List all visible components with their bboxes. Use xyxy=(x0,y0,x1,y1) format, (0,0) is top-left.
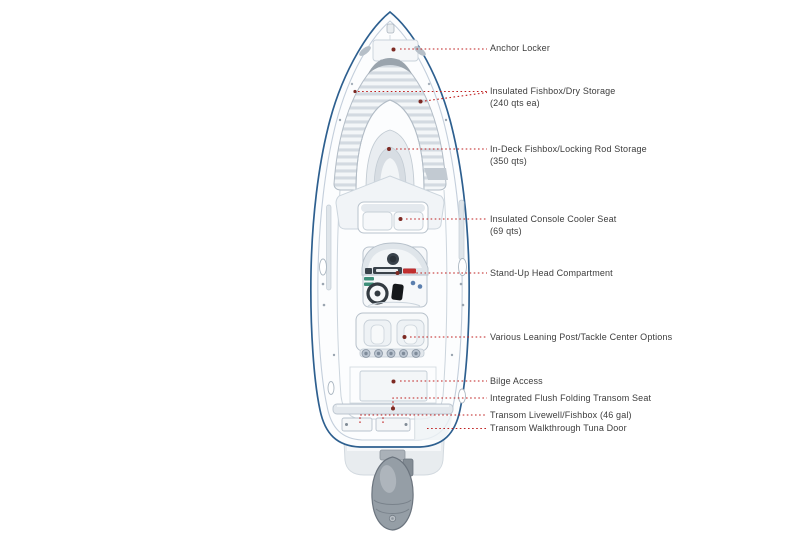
callout-anchor-locker: Anchor Locker xyxy=(490,42,550,54)
leader-dots xyxy=(353,47,423,411)
callout-label: Stand-Up Head Compartment xyxy=(490,268,613,278)
callout-sublabel: (69 qts) xyxy=(490,226,522,236)
transom-livewell-hatch-right xyxy=(375,417,411,432)
bilge-hatch xyxy=(359,370,428,402)
callout-label: Bilge Access xyxy=(490,376,543,386)
center-console xyxy=(361,242,429,308)
callout-insulated-fishbox-dry-storage: Insulated Fishbox/Dry Storage (240 qts e… xyxy=(490,85,615,109)
led-display xyxy=(403,268,416,274)
anchor-locker-hatch xyxy=(372,39,419,62)
callout-in-deck-fishbox-rod-storage: In-Deck Fishbox/Locking Rod Storage (350… xyxy=(490,143,647,167)
callout-bilge-access: Bilge Access xyxy=(490,375,543,387)
callout-transom-livewell: Transom Livewell/Fishbox (46 gal) xyxy=(490,409,632,421)
callout-label: Insulated Console Cooler Seat xyxy=(490,214,617,224)
leader-lines xyxy=(358,48,488,430)
callout-label: Transom Walkthrough Tuna Door xyxy=(490,423,627,433)
bow-area xyxy=(350,23,431,86)
callout-sublabel: (240 qts ea) xyxy=(490,98,540,108)
callout-label: Anchor Locker xyxy=(490,43,550,53)
callout-console-cooler-seat: Insulated Console Cooler Seat (69 qts) xyxy=(490,213,616,237)
callout-label: Various Leaning Post/Tackle Center Optio… xyxy=(490,332,673,342)
aft-deck xyxy=(332,366,454,440)
rod-holders xyxy=(361,349,421,358)
callout-label: Insulated Fishbox/Dry Storage xyxy=(490,86,616,96)
callout-sublabel: (350 qts) xyxy=(490,156,527,166)
callout-stand-up-head: Stand-Up Head Compartment xyxy=(490,267,613,279)
tuna-door xyxy=(415,416,452,440)
gunwale-fittings xyxy=(319,118,467,404)
outboard-engine xyxy=(343,440,445,531)
console-cooler-seat xyxy=(357,201,429,234)
callout-label: Integrated Flush Folding Transom Seat xyxy=(490,393,652,403)
callout-tuna-door: Transom Walkthrough Tuna Door xyxy=(490,422,627,434)
leaning-post xyxy=(355,312,429,358)
callout-label: In-Deck Fishbox/Locking Rod Storage xyxy=(490,144,647,154)
transom-livewell-hatch-left xyxy=(341,417,373,432)
callout-leaning-post-options: Various Leaning Post/Tackle Center Optio… xyxy=(490,331,672,343)
callout-label: Transom Livewell/Fishbox (46 gal) xyxy=(490,410,632,420)
callout-folding-transom-seat: Integrated Flush Folding Transom Seat xyxy=(490,392,651,404)
throttle xyxy=(391,283,404,301)
